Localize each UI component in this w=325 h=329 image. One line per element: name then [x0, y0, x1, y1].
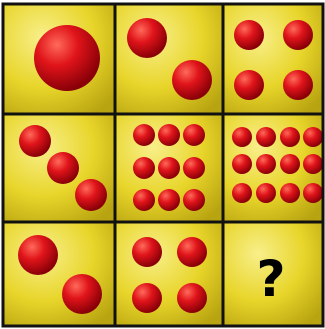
red-ball — [133, 157, 155, 179]
cell-r1-c3 — [224, 5, 322, 113]
red-ball — [62, 274, 102, 314]
red-ball — [303, 154, 323, 174]
red-ball — [127, 18, 167, 58]
red-ball — [183, 124, 205, 146]
red-ball — [234, 70, 264, 100]
red-ball — [232, 127, 252, 147]
question-mark: ? — [256, 250, 285, 308]
red-ball — [132, 283, 162, 313]
tile — [4, 223, 114, 325]
red-ball — [234, 20, 264, 50]
red-ball — [133, 189, 155, 211]
cell-r1-c2 — [116, 5, 222, 113]
red-ball — [256, 127, 276, 147]
red-ball — [232, 183, 252, 203]
cell-r2-c1 — [4, 115, 114, 221]
red-ball — [232, 154, 252, 174]
cell-r1-c1 — [4, 5, 114, 113]
red-ball — [18, 235, 58, 275]
red-ball — [158, 189, 180, 211]
cell-r3-c2 — [116, 223, 222, 325]
red-ball — [280, 127, 300, 147]
red-ball — [283, 20, 313, 50]
red-ball — [158, 157, 180, 179]
tile — [116, 223, 222, 325]
tile — [224, 5, 322, 113]
red-ball — [34, 25, 100, 91]
cell-r2-c3 — [224, 115, 323, 221]
red-ball — [19, 125, 51, 157]
red-ball — [158, 124, 180, 146]
red-ball — [280, 183, 300, 203]
red-ball — [183, 157, 205, 179]
cell-r3-c1 — [4, 223, 114, 325]
cell-r2-c2 — [116, 115, 222, 221]
red-ball — [133, 124, 155, 146]
red-ball — [183, 189, 205, 211]
red-ball — [172, 60, 212, 100]
red-ball — [47, 152, 79, 184]
red-ball — [303, 127, 323, 147]
red-ball — [280, 154, 300, 174]
red-ball — [283, 70, 313, 100]
red-ball — [177, 237, 207, 267]
tile — [116, 5, 222, 113]
red-ball — [132, 237, 162, 267]
red-ball — [256, 154, 276, 174]
red-ball — [177, 283, 207, 313]
red-ball — [75, 179, 107, 211]
red-ball — [303, 183, 323, 203]
red-ball — [256, 183, 276, 203]
cell-r3-c3[interactable]: ? — [224, 223, 322, 325]
